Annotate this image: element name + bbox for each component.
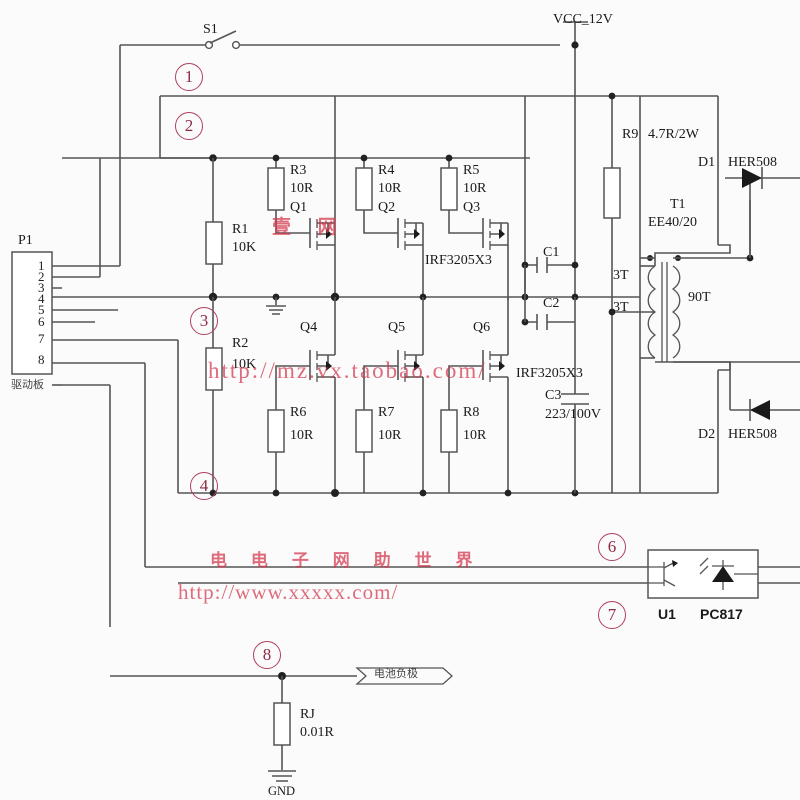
mosfet-ref-q2: Q2 [378,200,396,215]
mosfet-ref-q4: Q4 [300,320,318,335]
top-gate-rail [62,95,640,278]
connector-p1 [11,251,118,386]
callout-2: 2 [175,112,203,140]
capacitor-ref-c1: C1 [543,245,560,260]
mosfet-q1 [309,218,335,250]
switch-ref-s1: S1 [203,22,218,37]
capacitor-c3 [561,322,589,493]
resistor-val-r4: 10R [378,181,402,196]
vcc-label: VCC_12V [553,12,613,27]
resistor-val-rj: 0.01R [300,725,334,740]
resistor-ref-r2: R2 [232,336,249,351]
mosfet-ref-q3: Q3 [463,200,481,215]
resistor-val-r5: 10R [463,181,487,196]
mosfet-part-top: IRF3205X3 [425,253,492,268]
bottom-source-rail [178,300,641,497]
resistor-ref-r4: R4 [378,163,395,178]
resistor-ref-r1: R1 [232,222,249,237]
callout-6: 6 [598,533,626,561]
p1-pin-1: 1 [38,258,45,273]
resistor-val-r7: 10R [378,428,402,443]
resistor-ref-r5: R5 [463,163,480,178]
capacitor-ref-c2: C2 [543,296,560,311]
resistor-r9 [603,92,621,493]
mosfet-ref-q5: Q5 [388,320,406,335]
p1-pin-7: 7 [38,331,45,346]
switch-branch [62,30,560,267]
transformer-core: EE40/20 [648,215,697,230]
resistor-val-r3: 10R [290,181,314,196]
resistor-ref-r7: R7 [378,405,395,420]
capacitor-c1 [521,257,579,297]
p1-pin-6: 6 [38,314,45,329]
callout-3: 3 [190,307,218,335]
mosfet-q4 [275,297,336,400]
optocoupler-part: PC817 [700,606,743,622]
resistor-val-r8: 10R [463,428,487,443]
mosfet-q2 [397,218,424,300]
resistor-val-r9: 4.7R/2W [648,127,699,142]
resistor-val-r1: 10K [232,240,257,255]
net-label-battery-negative: 电池负极 [374,667,418,680]
p1-pin-3: 3 [38,280,45,295]
mosfet-q5 [363,297,424,400]
optocoupler-ref-u1: U1 [658,606,676,622]
resistor-ref-r9: R9 [622,127,639,142]
capacitor-ref-c3: C3 [545,388,562,403]
transformer-primary-bottom: 3T [613,300,629,315]
p1-pin-5: 5 [38,302,45,317]
connector-ref-p1: P1 [18,233,33,248]
diode-ref-d1: D1 [698,155,716,170]
p1-pin-4: 4 [38,291,45,306]
diode-d2 [729,362,800,421]
resistor-bodies-bottom [267,400,509,493]
resistor-ref-r3: R3 [290,163,307,178]
gnd-label: GND [268,784,296,798]
resistor-ref-r8: R8 [463,405,480,420]
diode-part-d1: HER508 [728,155,777,170]
optocoupler-u1 [145,549,800,599]
callout-8: 8 [253,641,281,669]
mosfet-q3 [482,218,509,300]
resistor-ref-rj: RJ [300,707,315,722]
callout-4: 4 [190,472,218,500]
resistor-r1 [205,158,223,297]
capacitor-val-c3: 223/100V [545,407,601,422]
transformer-primary-top: 3T [613,268,629,283]
resistor-val-r2: 10K [232,357,257,372]
transformer-ref-t1: T1 [670,197,686,212]
mosfet-q6 [448,297,509,400]
diode-ref-d2: D2 [698,427,716,442]
transformer-t1 [608,95,800,494]
resistor-ref-r6: R6 [290,405,307,420]
vcc-rail [563,21,588,300]
diode-d1 [725,167,800,258]
resistor-val-r6: 10R [290,428,314,443]
connector-caption: 驱动板 [11,378,44,391]
capacitor-c2 [521,297,576,330]
mosfet-ref-q1: Q1 [290,200,308,215]
shunt-branch [110,667,453,782]
p1-pin-2: 2 [38,269,45,284]
resistor-bodies-top [267,167,483,234]
diode-part-d2: HER508 [728,427,777,442]
mosfet-ref-q6: Q6 [473,320,491,335]
bottom-fet-rows [62,297,223,627]
mosfet-part-bottom: IRF3205X3 [516,366,583,381]
callout-1: 1 [175,63,203,91]
p1-pin-8: 8 [38,352,45,367]
transformer-secondary: 90T [688,290,711,305]
callout-7: 7 [598,601,626,629]
